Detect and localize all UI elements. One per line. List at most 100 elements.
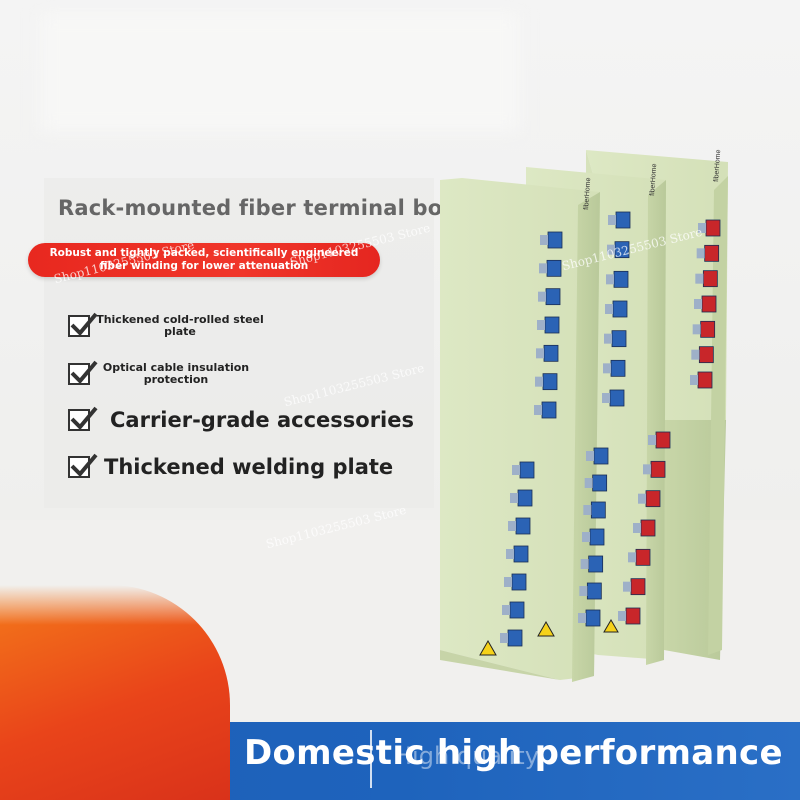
fc-port xyxy=(625,607,641,625)
fc-port xyxy=(697,371,713,389)
checkbox-icon xyxy=(68,312,98,337)
port-cap xyxy=(698,223,706,233)
fc-port xyxy=(702,270,718,288)
sc-port xyxy=(612,300,628,318)
sc-port xyxy=(543,344,559,362)
fc-port xyxy=(655,431,671,449)
sc-port xyxy=(541,401,557,419)
port-cap xyxy=(508,521,516,531)
feature-banner: Robust and tightly packed, scientificall… xyxy=(28,243,380,277)
sc-port xyxy=(610,359,626,377)
port-cap xyxy=(623,581,631,592)
port-cap xyxy=(580,559,589,569)
port-cap xyxy=(504,577,512,587)
port-cap xyxy=(638,493,646,504)
sc-port xyxy=(545,288,561,306)
brand-label: fiberHome xyxy=(583,177,592,210)
port-cap xyxy=(643,464,651,475)
port-cap xyxy=(694,299,702,309)
feature-label: Carrier-grade accessories xyxy=(110,408,414,432)
port-cap xyxy=(586,451,594,461)
laser-warning-icon xyxy=(537,620,555,637)
sc-port xyxy=(589,528,605,546)
port-cap xyxy=(618,611,626,621)
port-cap xyxy=(692,324,701,335)
feature-label: Thickened cold-rolled steel xyxy=(96,313,264,326)
brand-label: fiberHome xyxy=(713,149,722,182)
feature-label: Thickened welding plate xyxy=(104,455,394,479)
feature-item-accessories: Carrier-grade accessories xyxy=(68,406,414,432)
feature-panel xyxy=(44,178,434,508)
sc-port xyxy=(513,545,529,563)
fc-port xyxy=(705,219,721,237)
port-cap xyxy=(510,493,518,503)
banner-line-2: fiber winding for lower attenuation xyxy=(99,260,309,272)
sc-port xyxy=(507,629,523,647)
port-cap xyxy=(535,376,543,387)
front-box-ports xyxy=(500,231,563,647)
sc-port xyxy=(590,501,606,519)
sc-port xyxy=(511,573,527,591)
feature-label: plate xyxy=(164,325,196,338)
fc-port xyxy=(701,295,717,313)
port-cap xyxy=(691,349,700,360)
port-cap xyxy=(690,375,698,385)
banner-line-1: Robust and tightly packed, scientificall… xyxy=(49,247,359,259)
fc-port xyxy=(635,548,651,566)
sc-port xyxy=(613,270,629,288)
sc-port xyxy=(586,582,602,600)
sc-port xyxy=(544,316,560,334)
sc-port xyxy=(519,461,535,479)
brand-label: fiberHome xyxy=(649,163,658,196)
fc-port xyxy=(698,346,714,364)
divider xyxy=(370,730,372,788)
sc-port xyxy=(615,211,631,229)
port-cap xyxy=(582,532,590,542)
sc-port xyxy=(517,489,533,507)
sc-port xyxy=(546,259,562,277)
port-cap xyxy=(608,215,616,225)
fc-port xyxy=(704,244,720,262)
port-cap xyxy=(512,465,520,475)
fc-port xyxy=(630,578,646,596)
port-cap xyxy=(538,291,546,302)
sc-port xyxy=(509,601,525,619)
sc-port xyxy=(611,330,627,348)
sc-port xyxy=(593,447,609,465)
port-cap xyxy=(695,273,704,284)
sc-port xyxy=(547,231,563,249)
port-cap xyxy=(502,605,510,615)
feature-item-cable-insulation: Optical cable insulation protection xyxy=(68,360,262,386)
port-cap xyxy=(606,274,614,285)
sc-port xyxy=(609,389,625,407)
decorative-fade xyxy=(0,585,230,625)
feature-label: protection xyxy=(143,373,209,386)
port-cap xyxy=(605,304,613,314)
laser-warning-icon xyxy=(479,639,497,656)
port-cap xyxy=(506,549,514,559)
feature-item-welding-plate: Thickened welding plate xyxy=(68,453,394,479)
fc-port xyxy=(700,320,716,338)
port-cap xyxy=(537,320,545,330)
port-cap xyxy=(578,613,586,623)
sc-port xyxy=(588,555,604,573)
port-cap xyxy=(534,405,542,415)
port-cap xyxy=(607,244,615,255)
fc-port xyxy=(645,490,661,508)
port-cap xyxy=(583,505,592,515)
back-box-ports xyxy=(618,219,721,625)
port-cap xyxy=(648,435,656,445)
sc-port xyxy=(585,609,601,627)
port-cap xyxy=(603,363,611,374)
bottom-headline: Domestic high performance xyxy=(244,733,783,773)
port-cap xyxy=(602,393,610,403)
port-cap xyxy=(500,633,508,643)
laser-warning-icon xyxy=(603,619,619,633)
port-cap xyxy=(539,263,547,274)
fc-port xyxy=(650,460,666,478)
background-highlight xyxy=(40,12,520,132)
page-title: Rack-mounted fiber terminal box xyxy=(58,196,457,220)
sc-port xyxy=(515,517,531,535)
port-cap xyxy=(536,348,544,359)
